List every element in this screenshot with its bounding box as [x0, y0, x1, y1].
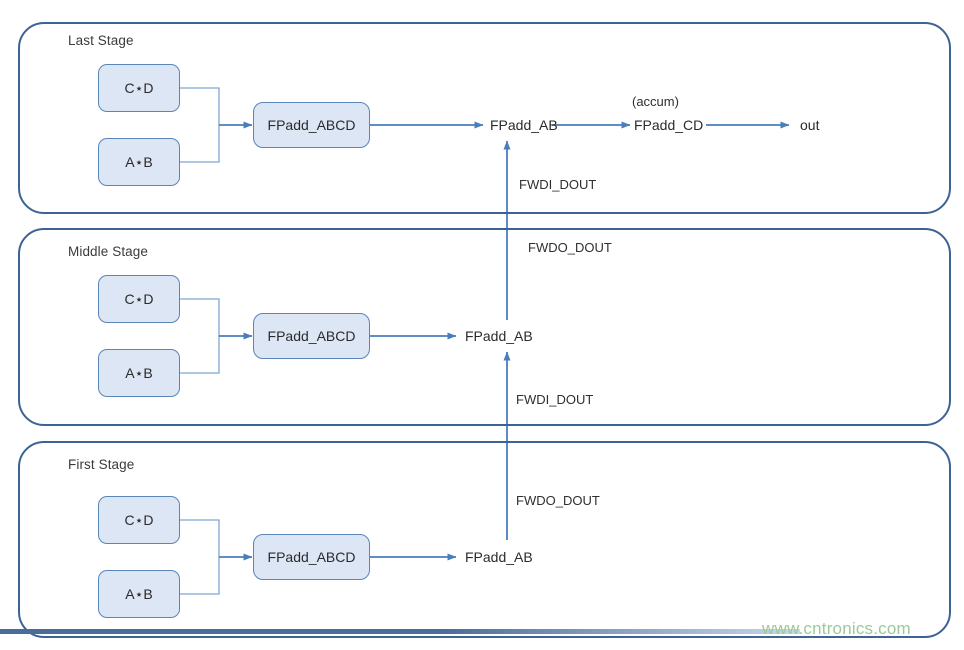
stage-container-last [18, 22, 951, 214]
mul-box-ab-middle[interactable]: A⋆B [98, 349, 180, 397]
stage-container-first [18, 441, 951, 638]
accum-note-last: (accum) [632, 94, 679, 109]
adder-box-abcd-last[interactable]: FPadd_ABCD [253, 102, 370, 148]
mul-box-cd-first[interactable]: C⋆D [98, 496, 180, 544]
node-label-fpadd-ab-last: FPadd_AB [490, 117, 558, 133]
stage-title-last: Last Stage [68, 33, 134, 48]
stage-title-first: First Stage [68, 457, 135, 472]
mul-box-cd-last[interactable]: C⋆D [98, 64, 180, 112]
node-label-fpadd-cd-last: FPadd_CD [634, 117, 704, 133]
adder-box-abcd-first[interactable]: FPadd_ABCD [253, 534, 370, 580]
mul-box-ab-first[interactable]: A⋆B [98, 570, 180, 618]
stage-title-middle: Middle Stage [68, 244, 148, 259]
wire-label-fwdi-dout-top: FWDI_DOUT [519, 177, 597, 192]
mul-box-cd-middle[interactable]: C⋆D [98, 275, 180, 323]
wire-label-fwdi-dout-mid: FWDI_DOUT [516, 392, 594, 407]
node-label-out: out [800, 117, 820, 133]
node-label-fpadd-ab-first: FPadd_AB [465, 549, 533, 565]
wire-label-fwdo-dout-top: FWDO_DOUT [528, 240, 612, 255]
watermark-bar [0, 629, 800, 634]
node-label-fpadd-ab-middle: FPadd_AB [465, 328, 533, 344]
adder-box-abcd-middle[interactable]: FPadd_ABCD [253, 313, 370, 359]
watermark-text: www.cntronics.com [762, 619, 911, 638]
wire-label-fwdo-dout-mid: FWDO_DOUT [516, 493, 600, 508]
stage-container-middle [18, 228, 951, 426]
mul-box-ab-last[interactable]: A⋆B [98, 138, 180, 186]
